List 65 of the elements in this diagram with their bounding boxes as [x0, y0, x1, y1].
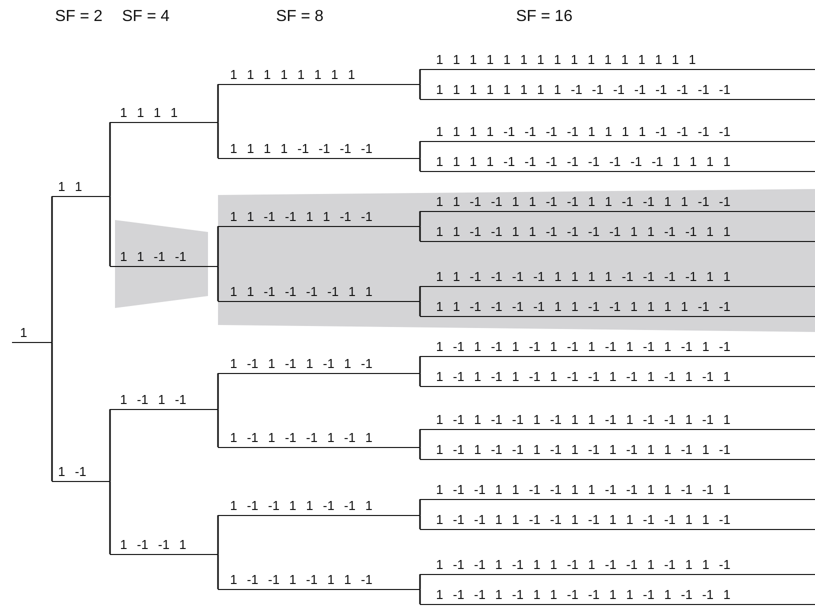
tree-connector: [419, 211, 421, 226]
tree-connector: [217, 122, 219, 158]
tree-connector: [419, 429, 421, 448]
code-sequence: 1: [20, 325, 28, 340]
tree-connector: [109, 122, 111, 196]
tree-connector: [419, 286, 421, 302]
tree-connector: [419, 69, 421, 84]
tree-connector: [51, 342, 53, 482]
code-sequence: 1 -1 -1 1 -1 1 1 -1 1 -1 -1 1 -1 1 1 -1: [436, 557, 730, 572]
spreading-factor-heading: SF = 2: [55, 8, 103, 26]
tree-connector: [419, 515, 421, 530]
code-sequence: 1 -1 1 -1 1 -1 1 -1 -1 1 -1 1 -1 1 -1 1: [436, 369, 730, 384]
code-sequence: 1 -1 1 -1 -1 1 -1 1 1 -1 1 -1 -1 1 -1 1: [436, 412, 730, 427]
code-sequence: 1 1 1 1 -1 -1 -1 -1 -1 -1 -1 -1 1 1 1 1: [436, 154, 730, 169]
tree-connector: [51, 196, 53, 342]
code-sequence: 1 -1 -1 1 -1 1 1 -1 -1 1 1 -1 1 -1 -1 1: [436, 587, 730, 602]
tree-connector: [217, 226, 219, 266]
tree-connector: [217, 409, 219, 448]
tree-connector: [109, 409, 111, 482]
code-sequence: 1 1 1 1 1 1 1 1: [230, 67, 356, 82]
code-sequence: 1 1 -1 -1 1 1 -1 -1 1 1 -1 -1 1 1 -1 -1: [436, 194, 730, 209]
tree-connector: [419, 589, 421, 604]
tree-connector: [419, 373, 421, 386]
tree-connector: [419, 301, 421, 316]
code-sequence: 1 1 -1 -1 -1 -1 1 1: [230, 284, 372, 299]
tree-connector: [419, 574, 421, 590]
code-sequence: 1 -1 -1 1 1 -1 -1 1 1 -1 -1 1 1 -1 -1 1: [436, 482, 730, 497]
code-sequence: 1 1 -1 -1 -1 -1 1 1 -1 -1 1 1 1 1 -1 -1: [436, 299, 730, 314]
spreading-factor-heading: SF = 4: [122, 8, 170, 26]
tree-connector: [419, 141, 421, 158]
code-sequence: 1 -1 1 -1 -1 1 -1 1: [230, 430, 372, 445]
code-sequence: 1 -1 1 -1 -1 1 -1 1 -1 1 -1 1 1 -1 1 -1: [436, 442, 730, 457]
code-sequence: 1 1 -1 -1 1 1 -1 -1: [230, 209, 372, 224]
tree-connector: [217, 554, 219, 590]
spreading-factor-heading: SF = 8: [276, 8, 324, 26]
tree-connector: [109, 196, 111, 266]
code-sequence: 1 1 1 1 -1 -1 -1 -1: [230, 141, 372, 156]
code-sequence: 1 -1 1 -1 1 -1 1 -1 1 -1 1 -1 1 -1 1 -1: [436, 339, 730, 354]
tree-connector: [419, 158, 421, 172]
tree-connector: [217, 266, 219, 302]
code-sequence: 1 1 -1 -1 -1 -1 1 1 1 1 -1 -1 -1 -1 1 1: [436, 269, 730, 284]
tree-connector: [419, 226, 421, 242]
spreading-factor-heading: SF = 16: [516, 8, 572, 26]
tree-connector: [217, 84, 219, 122]
code-sequence: 1 -1: [58, 464, 86, 479]
code-sequence: 1 -1 -1 1: [120, 537, 186, 552]
tree-connector: [419, 499, 421, 516]
tree-connector: [419, 84, 421, 100]
code-sequence: 1 1 1 1: [120, 105, 178, 120]
code-sequence: 1 1 1 1 -1 -1 -1 -1 1 1 1 1 -1 -1 -1 -1: [436, 124, 730, 139]
code-sequence: 1 -1 -1 1 1 -1 -1 1 -1 1 1 -1 -1 1 1 -1: [436, 512, 730, 527]
tree-connector: [419, 447, 421, 460]
code-sequence: 1 -1 -1 1 -1 1 1 -1: [230, 572, 372, 587]
tree-connector: [217, 373, 219, 410]
code-sequence: 1 1 -1 -1 1 1 -1 -1 -1 -1 1 1 -1 -1 1 1: [436, 224, 730, 239]
tree-connector: [217, 515, 219, 554]
code-sequence: 1 1 1 1 1 1 1 1 1 1 1 1 1 1 1 1: [436, 52, 696, 67]
code-sequence: 1 1: [58, 179, 82, 194]
tree-connector: [419, 356, 421, 374]
code-sequence: 1 1 -1 -1: [120, 249, 186, 264]
code-sequence: 1 -1 1 -1: [120, 392, 186, 407]
code-sequence: 1 -1 -1 1 1 -1 -1 1: [230, 498, 372, 513]
code-sequence: 1 1 1 1 1 1 1 1 -1 -1 -1 -1 -1 -1 -1 -1: [436, 82, 730, 97]
tree-connector: [109, 481, 111, 554]
code-sequence: 1 -1 1 -1 1 -1 1 -1: [230, 356, 372, 371]
